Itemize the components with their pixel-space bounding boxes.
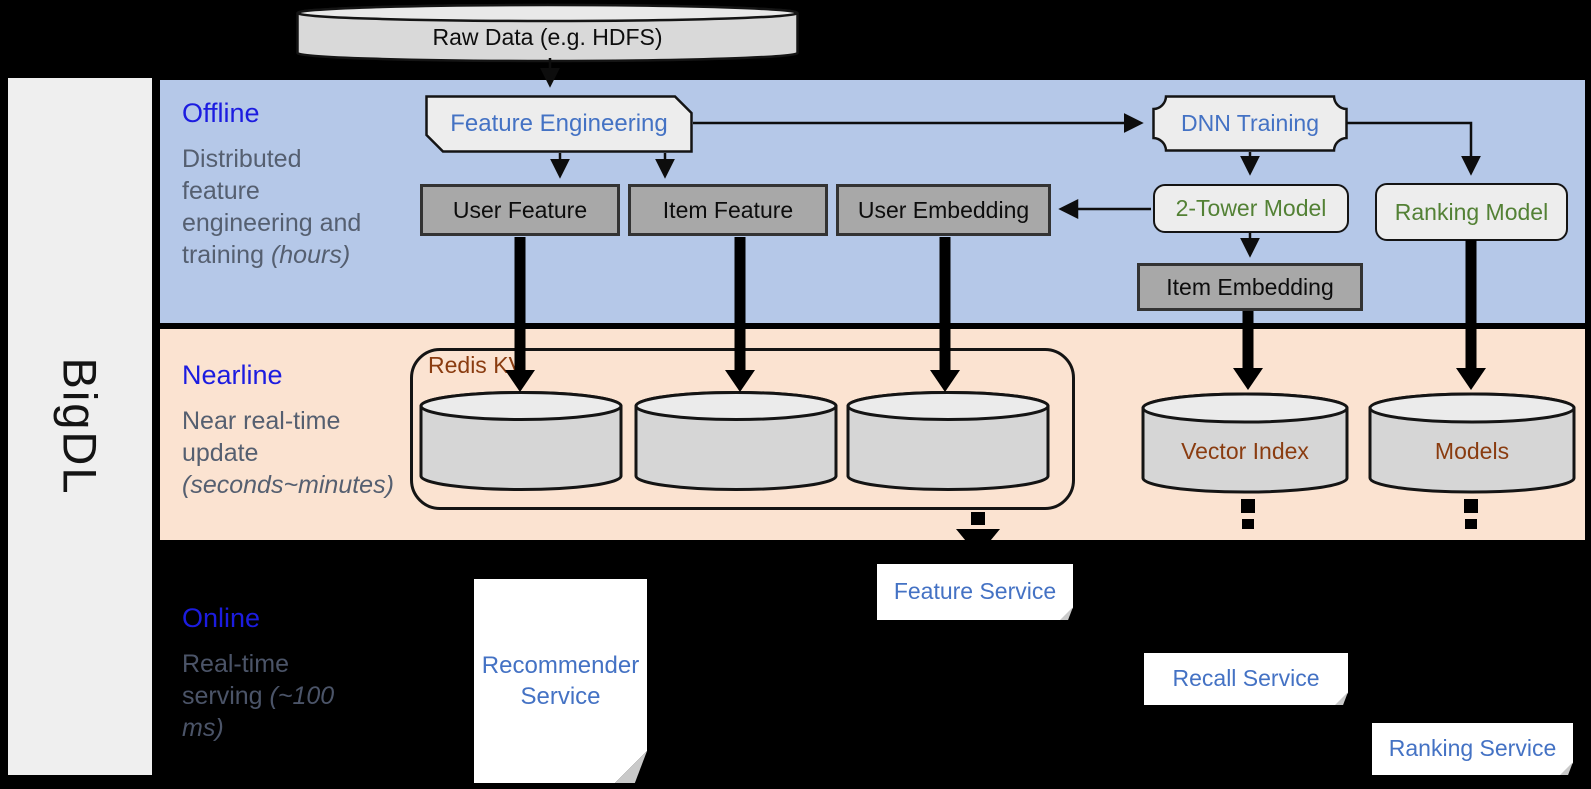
plaque-shape bbox=[1152, 95, 1348, 152]
recall-service-node: Recall Service bbox=[1144, 653, 1349, 706]
redis-shard-cylinder-3 bbox=[845, 390, 1051, 492]
redis-kv-label: Redis KV bbox=[428, 352, 524, 378]
nearline-title: Nearline bbox=[182, 360, 283, 390]
recommender-service-node: Recommender Service bbox=[474, 579, 648, 784]
offline-title: Offline bbox=[182, 98, 260, 128]
redis-shard-cylinder-2 bbox=[633, 390, 839, 492]
nearline-subtitle-note: (seconds~minutes) bbox=[182, 471, 394, 499]
user-embedding-node: User Embedding bbox=[836, 184, 1051, 236]
item-feature-node: Item Feature bbox=[628, 184, 828, 236]
dnn-training-label: DNN Training bbox=[1180, 110, 1320, 136]
ranking-model-node: Ranking Model bbox=[1375, 183, 1568, 241]
item-embedding-node: Item Embedding bbox=[1137, 263, 1363, 311]
online-subtitle-note: (~100 ms) bbox=[182, 682, 335, 742]
brand-label: BigDL bbox=[53, 357, 107, 496]
redis-shard-cylinder-1 bbox=[418, 390, 624, 492]
feature-service-node: Feature Service bbox=[877, 564, 1074, 621]
vector-index-store: Vector Index bbox=[1140, 391, 1350, 495]
feature-service-label: Feature Service bbox=[893, 578, 1057, 605]
models-store: Models bbox=[1367, 391, 1577, 495]
dnn-training-node: DNN Training bbox=[1152, 95, 1348, 152]
raw-data-store: Raw Data (e.g. HDFS) bbox=[295, 3, 800, 63]
cylinder-shape bbox=[846, 391, 1050, 491]
vector-index-label: Vector Index bbox=[1181, 437, 1309, 464]
raw-data-label: Raw Data (e.g. HDFS) bbox=[432, 23, 663, 50]
cylinder-shape bbox=[1368, 392, 1576, 494]
recall-service-label: Recall Service bbox=[1172, 665, 1320, 692]
models-label: Models bbox=[1434, 437, 1510, 464]
bigdl-sidebar: BigDL bbox=[8, 78, 152, 775]
online-subtitle-text: Real-time serving bbox=[182, 650, 289, 710]
card-shape bbox=[425, 95, 693, 153]
cylinder-shape bbox=[634, 391, 838, 491]
offline-subtitle-text: Distributed feature engineering and trai… bbox=[182, 145, 362, 269]
feature-engineering-label: Feature Engineering bbox=[450, 110, 668, 137]
nearline-subtitle-text: Near real-time update bbox=[182, 407, 341, 467]
feature-engineering-node: Feature Engineering bbox=[425, 95, 693, 153]
offline-subtitle-note: (hours) bbox=[270, 241, 351, 269]
ranking-service-label: Ranking Service bbox=[1388, 735, 1557, 762]
offline-subtitle: Distributed feature engineering and trai… bbox=[182, 143, 377, 271]
recommender-service-label: Recommender Service bbox=[481, 651, 640, 710]
cylinder-shape bbox=[419, 391, 623, 491]
cylinder-shape bbox=[296, 3, 799, 63]
cylinder-shape bbox=[1141, 392, 1349, 494]
online-title: Online bbox=[182, 603, 261, 633]
ranking-service-node: Ranking Service bbox=[1372, 723, 1574, 776]
two-tower-model-node: 2-Tower Model bbox=[1153, 184, 1349, 233]
nearline-subtitle: Near real-time update (seconds~minutes) bbox=[182, 405, 394, 501]
user-feature-node: User Feature bbox=[420, 184, 620, 236]
online-subtitle: Real-time serving (~100 ms) bbox=[182, 648, 342, 744]
